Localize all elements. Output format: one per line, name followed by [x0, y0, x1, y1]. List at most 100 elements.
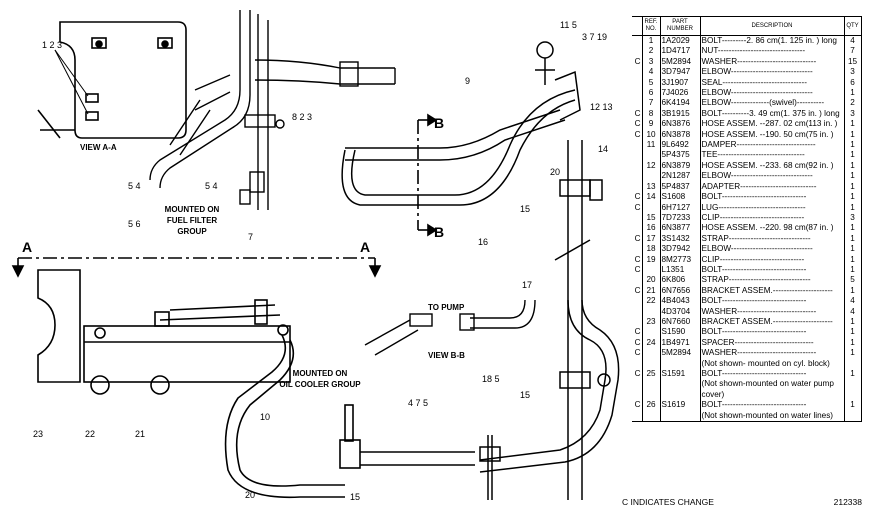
part-quantity: 7	[843, 46, 862, 57]
change-flag	[632, 67, 642, 77]
change-flag: C	[634, 327, 641, 337]
change-flag	[632, 150, 642, 160]
callout-15-b: 15	[520, 390, 530, 400]
header-ref-no: REF. NO.	[641, 16, 660, 36]
part-description: HOSE ASSEM. --220. 98 cm(87 in. )	[699, 223, 844, 234]
change-flag	[632, 140, 642, 150]
part-description: LUG--------------------------------	[699, 202, 844, 213]
part-description: BOLT-------------------------------	[699, 264, 844, 276]
callout-5-4-b: 5 4	[205, 181, 218, 191]
part-number	[659, 358, 700, 369]
part-number: 6N3879	[659, 160, 700, 172]
svg-text:FUEL FILTER: FUEL FILTER	[167, 216, 218, 225]
change-flag	[632, 410, 642, 423]
part-number: 4D3704	[659, 306, 700, 317]
ref-number	[641, 327, 660, 338]
parts-table-row: cover)	[632, 389, 862, 401]
change-flag	[632, 317, 642, 327]
section-b-bottom: B	[434, 224, 444, 240]
part-description: ELBOW------------------------------	[699, 67, 844, 78]
change-flag: C	[634, 119, 641, 129]
part-description: STRAP------------------------------	[699, 233, 844, 245]
part-description: BRACKET ASSEM.----------------------	[699, 316, 844, 328]
part-quantity: 1	[843, 181, 862, 193]
change-flag: C	[634, 129, 641, 139]
part-quantity: 1	[843, 233, 862, 245]
part-description: BOLT-------------------------------	[699, 400, 844, 411]
part-quantity: 6	[843, 77, 862, 89]
ref-number	[641, 358, 660, 369]
ref-number: 1	[641, 35, 660, 47]
part-description: (Not shown-mounted on water lines)	[699, 410, 844, 423]
part-number: 3D7942	[659, 244, 700, 255]
part-number: 5M2894	[659, 56, 700, 68]
ref-number: 13	[641, 181, 660, 193]
part-number: 5P4837	[659, 181, 700, 193]
part-description: DAMPER-----------------------------	[699, 140, 844, 151]
part-quantity: 1	[843, 244, 862, 255]
parts-table-header: REF. NO. PART NUMBER DESCRIPTION QTY	[632, 16, 862, 36]
ref-number	[641, 410, 660, 423]
change-flag: C	[634, 233, 641, 243]
figure-number: 212338	[833, 497, 862, 507]
part-quantity: 1	[843, 140, 862, 151]
part-number	[659, 410, 700, 423]
header-part-number: PART NUMBER	[659, 16, 700, 36]
svg-text:GROUP: GROUP	[177, 227, 207, 236]
part-number: 6N3877	[659, 223, 700, 234]
part-description: WASHER-----------------------------	[699, 348, 844, 359]
change-flag	[632, 46, 642, 56]
callout-11-5: 11 5	[560, 20, 577, 30]
header-qty: QTY	[843, 16, 862, 36]
change-flag: C	[634, 348, 641, 358]
section-aa-line	[11, 257, 382, 278]
part-description: SPACER-----------------------------	[699, 337, 844, 349]
fuel-filter-hoses	[149, 10, 396, 210]
part-quantity: 1	[843, 88, 862, 99]
callout-16: 16	[478, 237, 488, 247]
part-quantity: 3	[843, 67, 862, 78]
callout-14: 14	[598, 144, 608, 154]
part-description: BOLT-------------------------------	[699, 369, 844, 380]
part-number: 1D4717	[659, 46, 700, 57]
section-bb-line	[417, 113, 438, 237]
change-flag	[632, 379, 642, 389]
svg-text:MOUNTED ON: MOUNTED ON	[165, 205, 220, 214]
part-number: 3D7947	[659, 67, 700, 78]
change-flag	[632, 275, 642, 285]
part-description: STRAP------------------------------	[699, 275, 844, 286]
callout-18-5: 18 5	[482, 374, 500, 384]
change-flag	[632, 390, 642, 400]
section-b-top: B	[434, 115, 444, 131]
part-description: BOLT-------------------------------	[699, 327, 844, 338]
callout-15-c: 15	[350, 492, 360, 502]
ref-number: 2	[641, 46, 660, 57]
part-number: 1B4971	[659, 337, 700, 349]
callout-3-7-19: 3 7 19	[582, 32, 607, 42]
ref-number: 25	[641, 369, 660, 380]
ref-number: 22	[641, 296, 660, 307]
part-quantity: 1	[843, 264, 862, 276]
change-flag	[632, 296, 642, 306]
callout-15-a: 15	[520, 204, 530, 214]
part-quantity: 1	[843, 129, 862, 141]
ref-number: 20	[641, 275, 660, 286]
change-flag: C	[634, 254, 641, 264]
part-number: 6N7660	[659, 316, 700, 328]
part-quantity: 1	[843, 171, 862, 182]
svg-text:MOUNTED ON: MOUNTED ON	[293, 369, 348, 378]
part-number: 6N7656	[659, 285, 700, 297]
water-line-hoses	[341, 41, 620, 500]
callout-21: 21	[135, 429, 145, 439]
part-number: S1608	[659, 192, 700, 203]
part-quantity: 1	[843, 327, 862, 338]
